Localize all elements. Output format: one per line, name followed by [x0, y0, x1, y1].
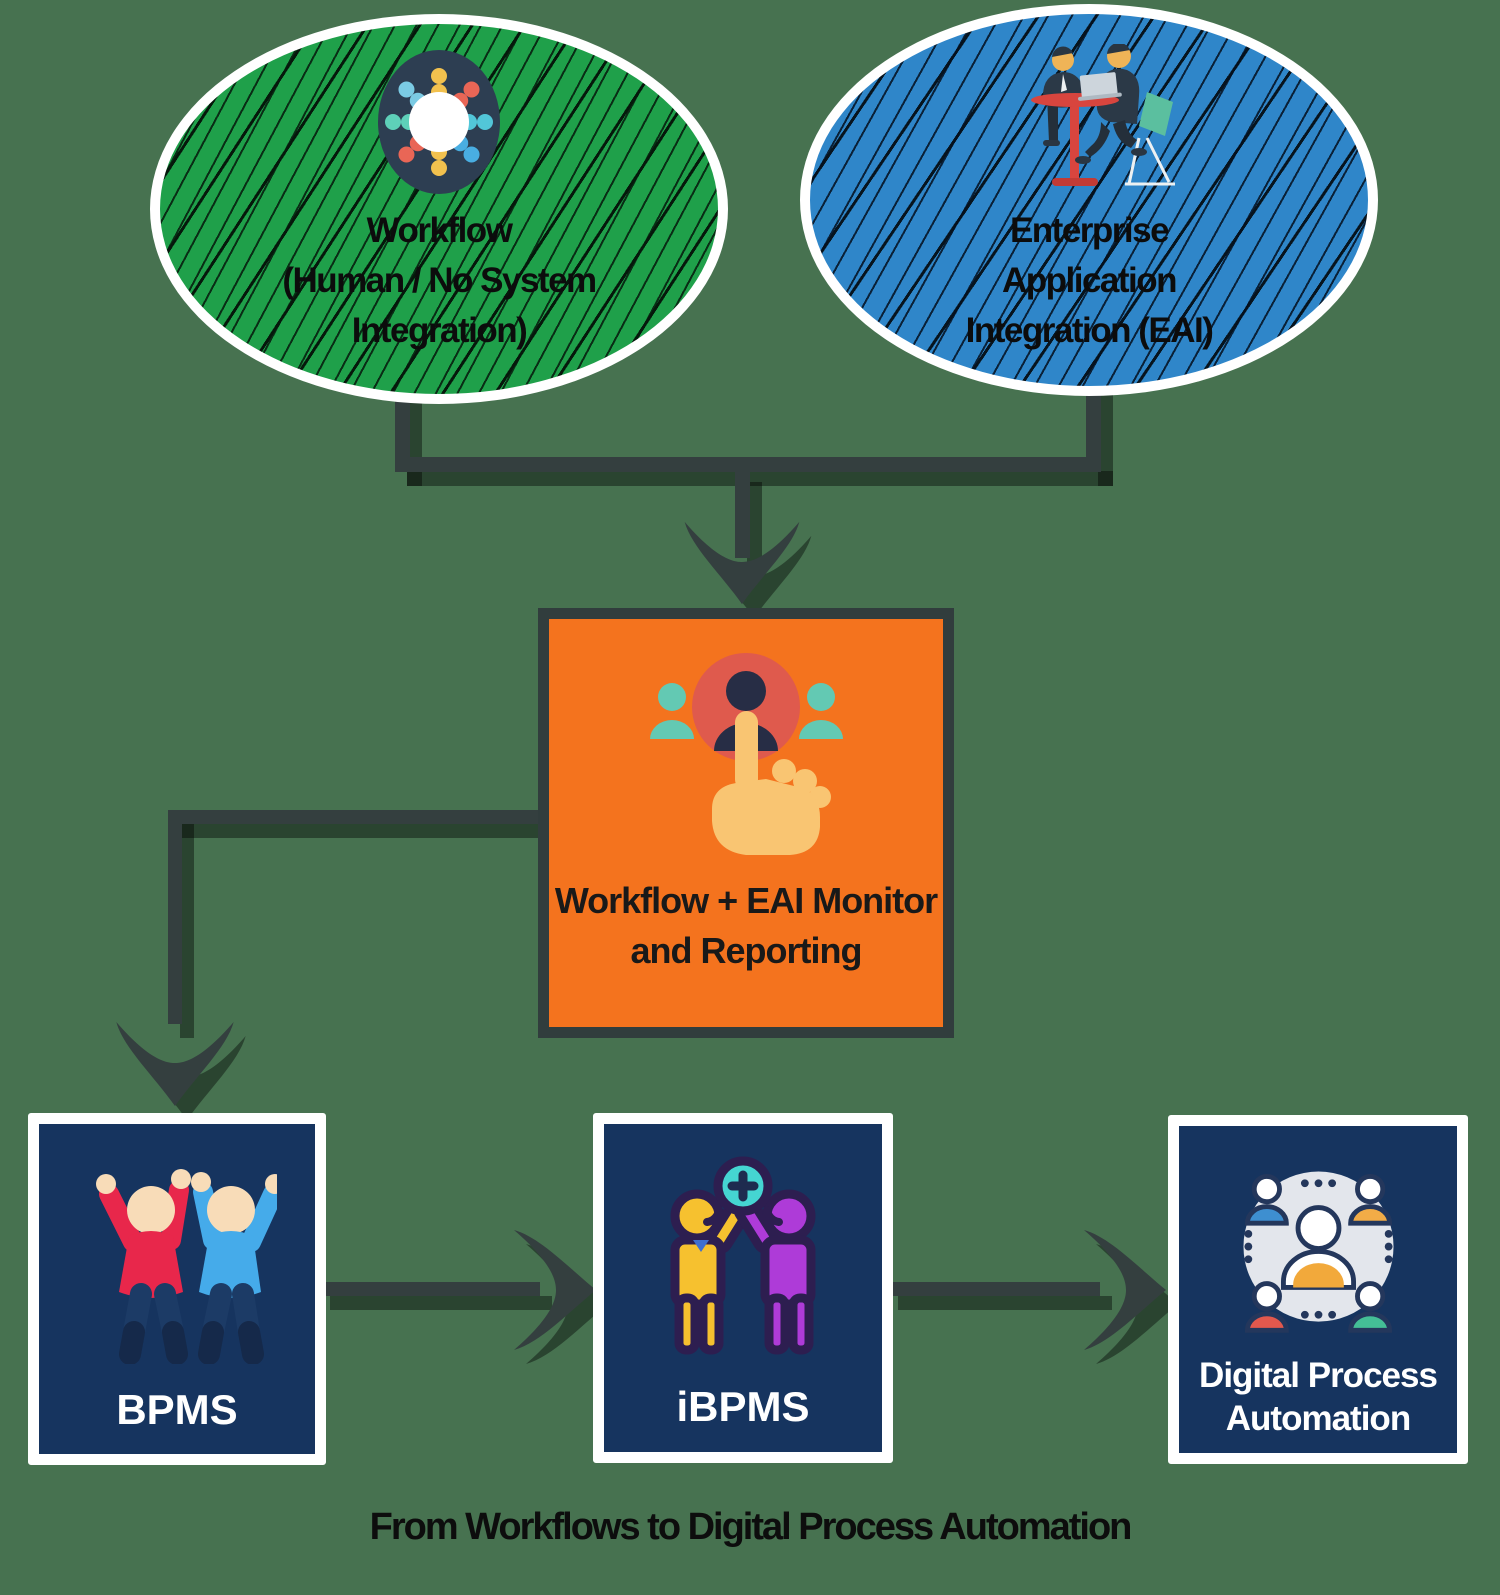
connector-merge-bar	[395, 457, 1101, 472]
arrowhead-right-to-dpa-icon	[1084, 1230, 1166, 1350]
people-network-icon	[1242, 1171, 1394, 1333]
monitor-label: Workflow + EAI Monitor and Reporting	[554, 880, 938, 971]
node-dpa: Digital Process Automation	[1156, 1107, 1496, 1494]
arrowhead-down-to-monitor-icon	[684, 521, 800, 605]
node-eai: Enterprise Application Integration (EAI)	[782, 0, 1404, 432]
connector-ibpms-dpa	[886, 1282, 1100, 1296]
connector-merge-stem	[735, 468, 750, 558]
ibpms-label: iBPMS	[676, 1383, 810, 1430]
arrowhead-down-to-bpms-icon	[116, 1021, 234, 1107]
node-bpms: BPMS	[16, 1105, 354, 1495]
arrowhead-right-to-ibpms-icon	[514, 1230, 596, 1350]
eai-label: Enterprise Application Integration (EAI)	[965, 211, 1214, 350]
two-people-high-five-icon	[670, 1156, 816, 1355]
connector-monitor-elbow-horizontal	[168, 810, 568, 824]
diagram-caption: From Workflows to Digital Process Automa…	[369, 1506, 1133, 1548]
bpms-label: BPMS	[116, 1386, 238, 1433]
node-ibpms: iBPMS	[581, 1105, 921, 1493]
dpa-label: Digital Process Automation	[1199, 1356, 1438, 1438]
connector-monitor-elbow-vertical	[168, 810, 182, 1024]
node-monitor: Workflow + EAI Monitor and Reporting	[526, 600, 982, 1068]
business-meeting-icon	[1030, 44, 1175, 186]
two-people-cheering-icon	[96, 1169, 277, 1364]
node-workflow: Workflow (Human / No System Integration)	[132, 4, 754, 440]
team-cycle-icon	[378, 50, 500, 194]
workflow-label: Workflow (Human / No System Integration)	[282, 211, 597, 350]
hand-select-people-icon	[649, 653, 843, 855]
connector-bpms-ibpms	[318, 1282, 540, 1296]
